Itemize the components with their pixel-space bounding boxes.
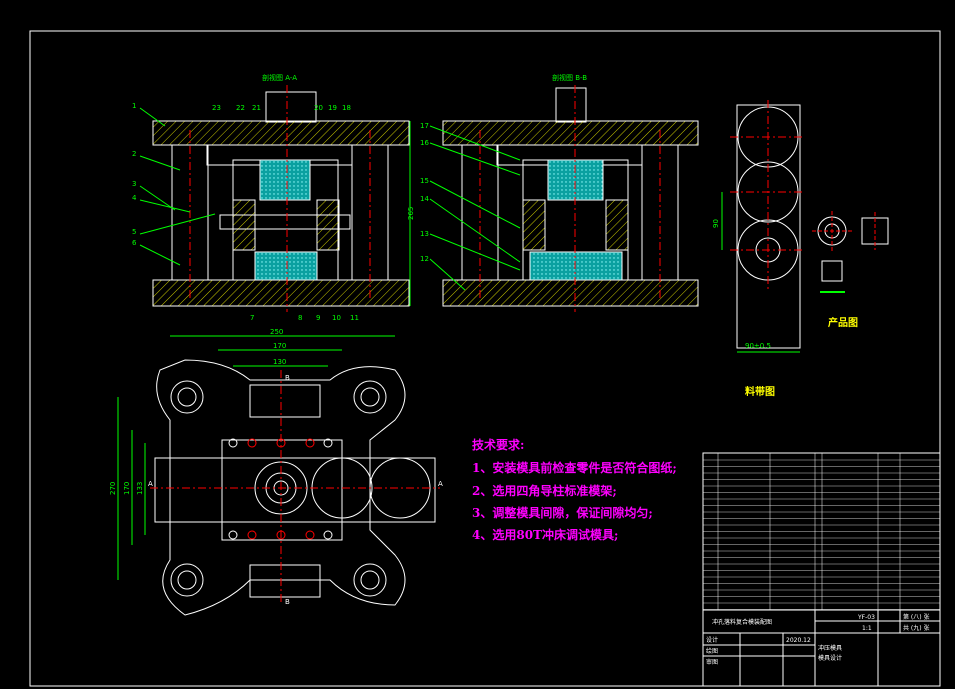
svg-text:审图: 审图	[706, 658, 718, 666]
svg-text:1、安装模具前检查零件是否符合图纸;: 1、安装模具前检查零件是否符合图纸;	[472, 460, 677, 475]
svg-text:1:1: 1:1	[862, 625, 872, 632]
svg-text:7: 7	[250, 314, 254, 322]
drawing-border	[29, 30, 941, 687]
svg-text:13: 13	[420, 230, 429, 238]
svg-text:3、调整模具间隙，保证间隙均匀;: 3、调整模具间隙，保证间隙均匀;	[472, 505, 653, 520]
svg-text:共 (九) 张: 共 (九) 张	[903, 624, 930, 632]
svg-text:10: 10	[332, 314, 341, 322]
svg-text:4、选用80T冲床调试模具;: 4、选用80T冲床调试模具;	[472, 527, 618, 542]
svg-text:8: 8	[298, 314, 302, 322]
callouts-left: 1 2 3 4 5 6	[132, 102, 216, 266]
svg-text:6: 6	[132, 239, 137, 247]
svg-text:20: 20	[314, 104, 323, 112]
svg-text:冲压模具: 冲压模具	[818, 644, 842, 652]
svg-text:模具设计: 模具设计	[818, 654, 842, 662]
svg-text:B: B	[285, 598, 290, 606]
drawing-name: 冲孔落料复合模装配图	[712, 618, 772, 626]
svg-text:第 (八) 张: 第 (八) 张	[903, 613, 930, 621]
svg-text:5: 5	[132, 228, 136, 236]
strip-title: 料带图	[745, 385, 775, 398]
svg-text:18: 18	[342, 104, 351, 112]
strip-layout-view: 90 90±0.5 料带图	[712, 100, 805, 398]
tech-heading: 技术要求:	[472, 437, 524, 452]
svg-text:15: 15	[420, 177, 429, 185]
svg-text:2、选用四角导柱标准模架;: 2、选用四角导柱标准模架;	[472, 483, 617, 498]
svg-text:2: 2	[132, 150, 136, 158]
product-title: 产品图	[828, 316, 858, 329]
svg-text:3: 3	[132, 180, 136, 188]
svg-text:170: 170	[273, 342, 286, 350]
svg-text:16: 16	[420, 139, 429, 147]
svg-text:130: 130	[273, 358, 286, 366]
svg-text:1: 1	[132, 102, 136, 110]
svg-text:B: B	[285, 374, 290, 382]
svg-text:250: 250	[270, 328, 283, 336]
svg-text:133: 133	[136, 482, 144, 495]
svg-text:23: 23	[212, 104, 221, 112]
svg-text:A: A	[438, 480, 443, 488]
title-block: 冲孔落料复合模装配图 设计 绘图 审图 2020.12 YF-03 1:1 第 …	[702, 452, 941, 687]
svg-text:22: 22	[236, 104, 245, 112]
section-bb-title: 剖视图 B-B	[552, 73, 587, 82]
callouts-bottom: 7 8 9 10 11	[250, 314, 359, 322]
tech-requirements: 技术要求: 1、安装模具前检查零件是否符合图纸; 2、选用四角导柱标准模架; 3…	[472, 437, 677, 542]
svg-text:YF-03: YF-03	[857, 614, 875, 621]
plan-view: B B A A 250 170 130 270 170 133	[109, 328, 443, 616]
product-view: 产品图	[812, 211, 889, 329]
svg-text:12: 12	[420, 255, 429, 263]
svg-text:170: 170	[123, 482, 131, 495]
section-aa-title: 剖视图 A-A	[262, 73, 297, 82]
svg-text:设计: 设计	[706, 636, 718, 644]
svg-text:21: 21	[252, 104, 261, 112]
section-bb-view: 剖视图 B-B	[442, 73, 699, 312]
svg-text:2020.12: 2020.12	[786, 637, 811, 644]
svg-text:14: 14	[420, 195, 429, 203]
section-aa-view: 剖视图 A-A 265	[152, 73, 415, 312]
svg-text:19: 19	[328, 104, 337, 112]
svg-text:A: A	[148, 480, 153, 488]
svg-text:9: 9	[316, 314, 320, 322]
callouts-top: 23 22 21 20 19 18	[212, 104, 351, 112]
svg-text:4: 4	[132, 194, 137, 202]
svg-text:绘图: 绘图	[706, 647, 718, 655]
svg-text:11: 11	[350, 314, 359, 322]
svg-text:270: 270	[109, 482, 117, 495]
height-dimension: 265	[407, 207, 415, 220]
svg-text:90±0.5: 90±0.5	[745, 342, 771, 350]
callouts-right: 17 16 15 14 13 12	[420, 122, 521, 291]
svg-text:17: 17	[420, 122, 429, 130]
svg-text:90: 90	[712, 219, 720, 228]
